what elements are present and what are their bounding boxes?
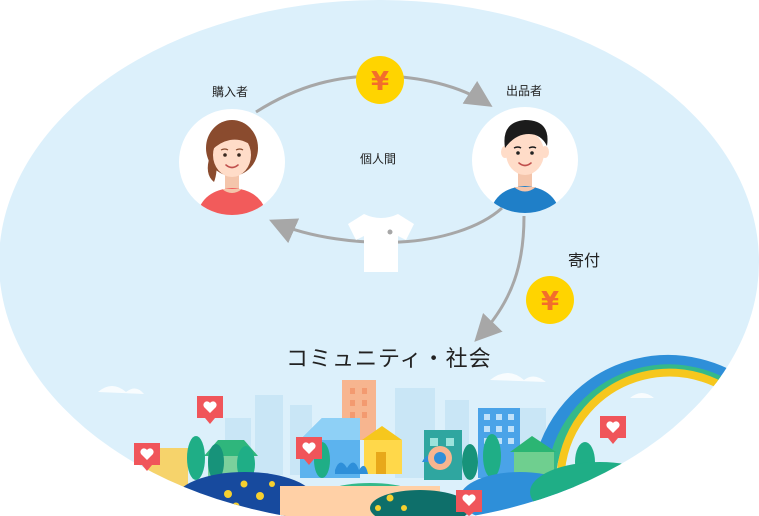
heart-badge-icon: [197, 396, 223, 424]
coin-symbol: ¥: [371, 67, 389, 97]
donation-label: 寄付: [568, 251, 601, 270]
between-individuals-label: 個人間: [360, 152, 397, 166]
coin-yen-icon: ¥: [356, 56, 404, 104]
heart-badge-icon: [456, 490, 482, 516]
coin-yen-icon: ¥: [526, 276, 574, 324]
arrow-seller-to-buyer: [269, 206, 504, 244]
arrow-seller-to-community: [474, 215, 526, 342]
community-society-label: コミュニティ・社会: [286, 347, 492, 372]
heart-badge-icon: [296, 437, 322, 465]
buyer-label: 購入者: [212, 85, 249, 99]
heart-badge-icon: [600, 416, 626, 444]
heart-badge-icon: [134, 443, 160, 471]
coin-symbol: ¥: [541, 287, 559, 317]
seller-label: 出品者: [506, 84, 543, 98]
t-shirt-icon: [348, 214, 414, 272]
flowers: [335, 446, 452, 474]
